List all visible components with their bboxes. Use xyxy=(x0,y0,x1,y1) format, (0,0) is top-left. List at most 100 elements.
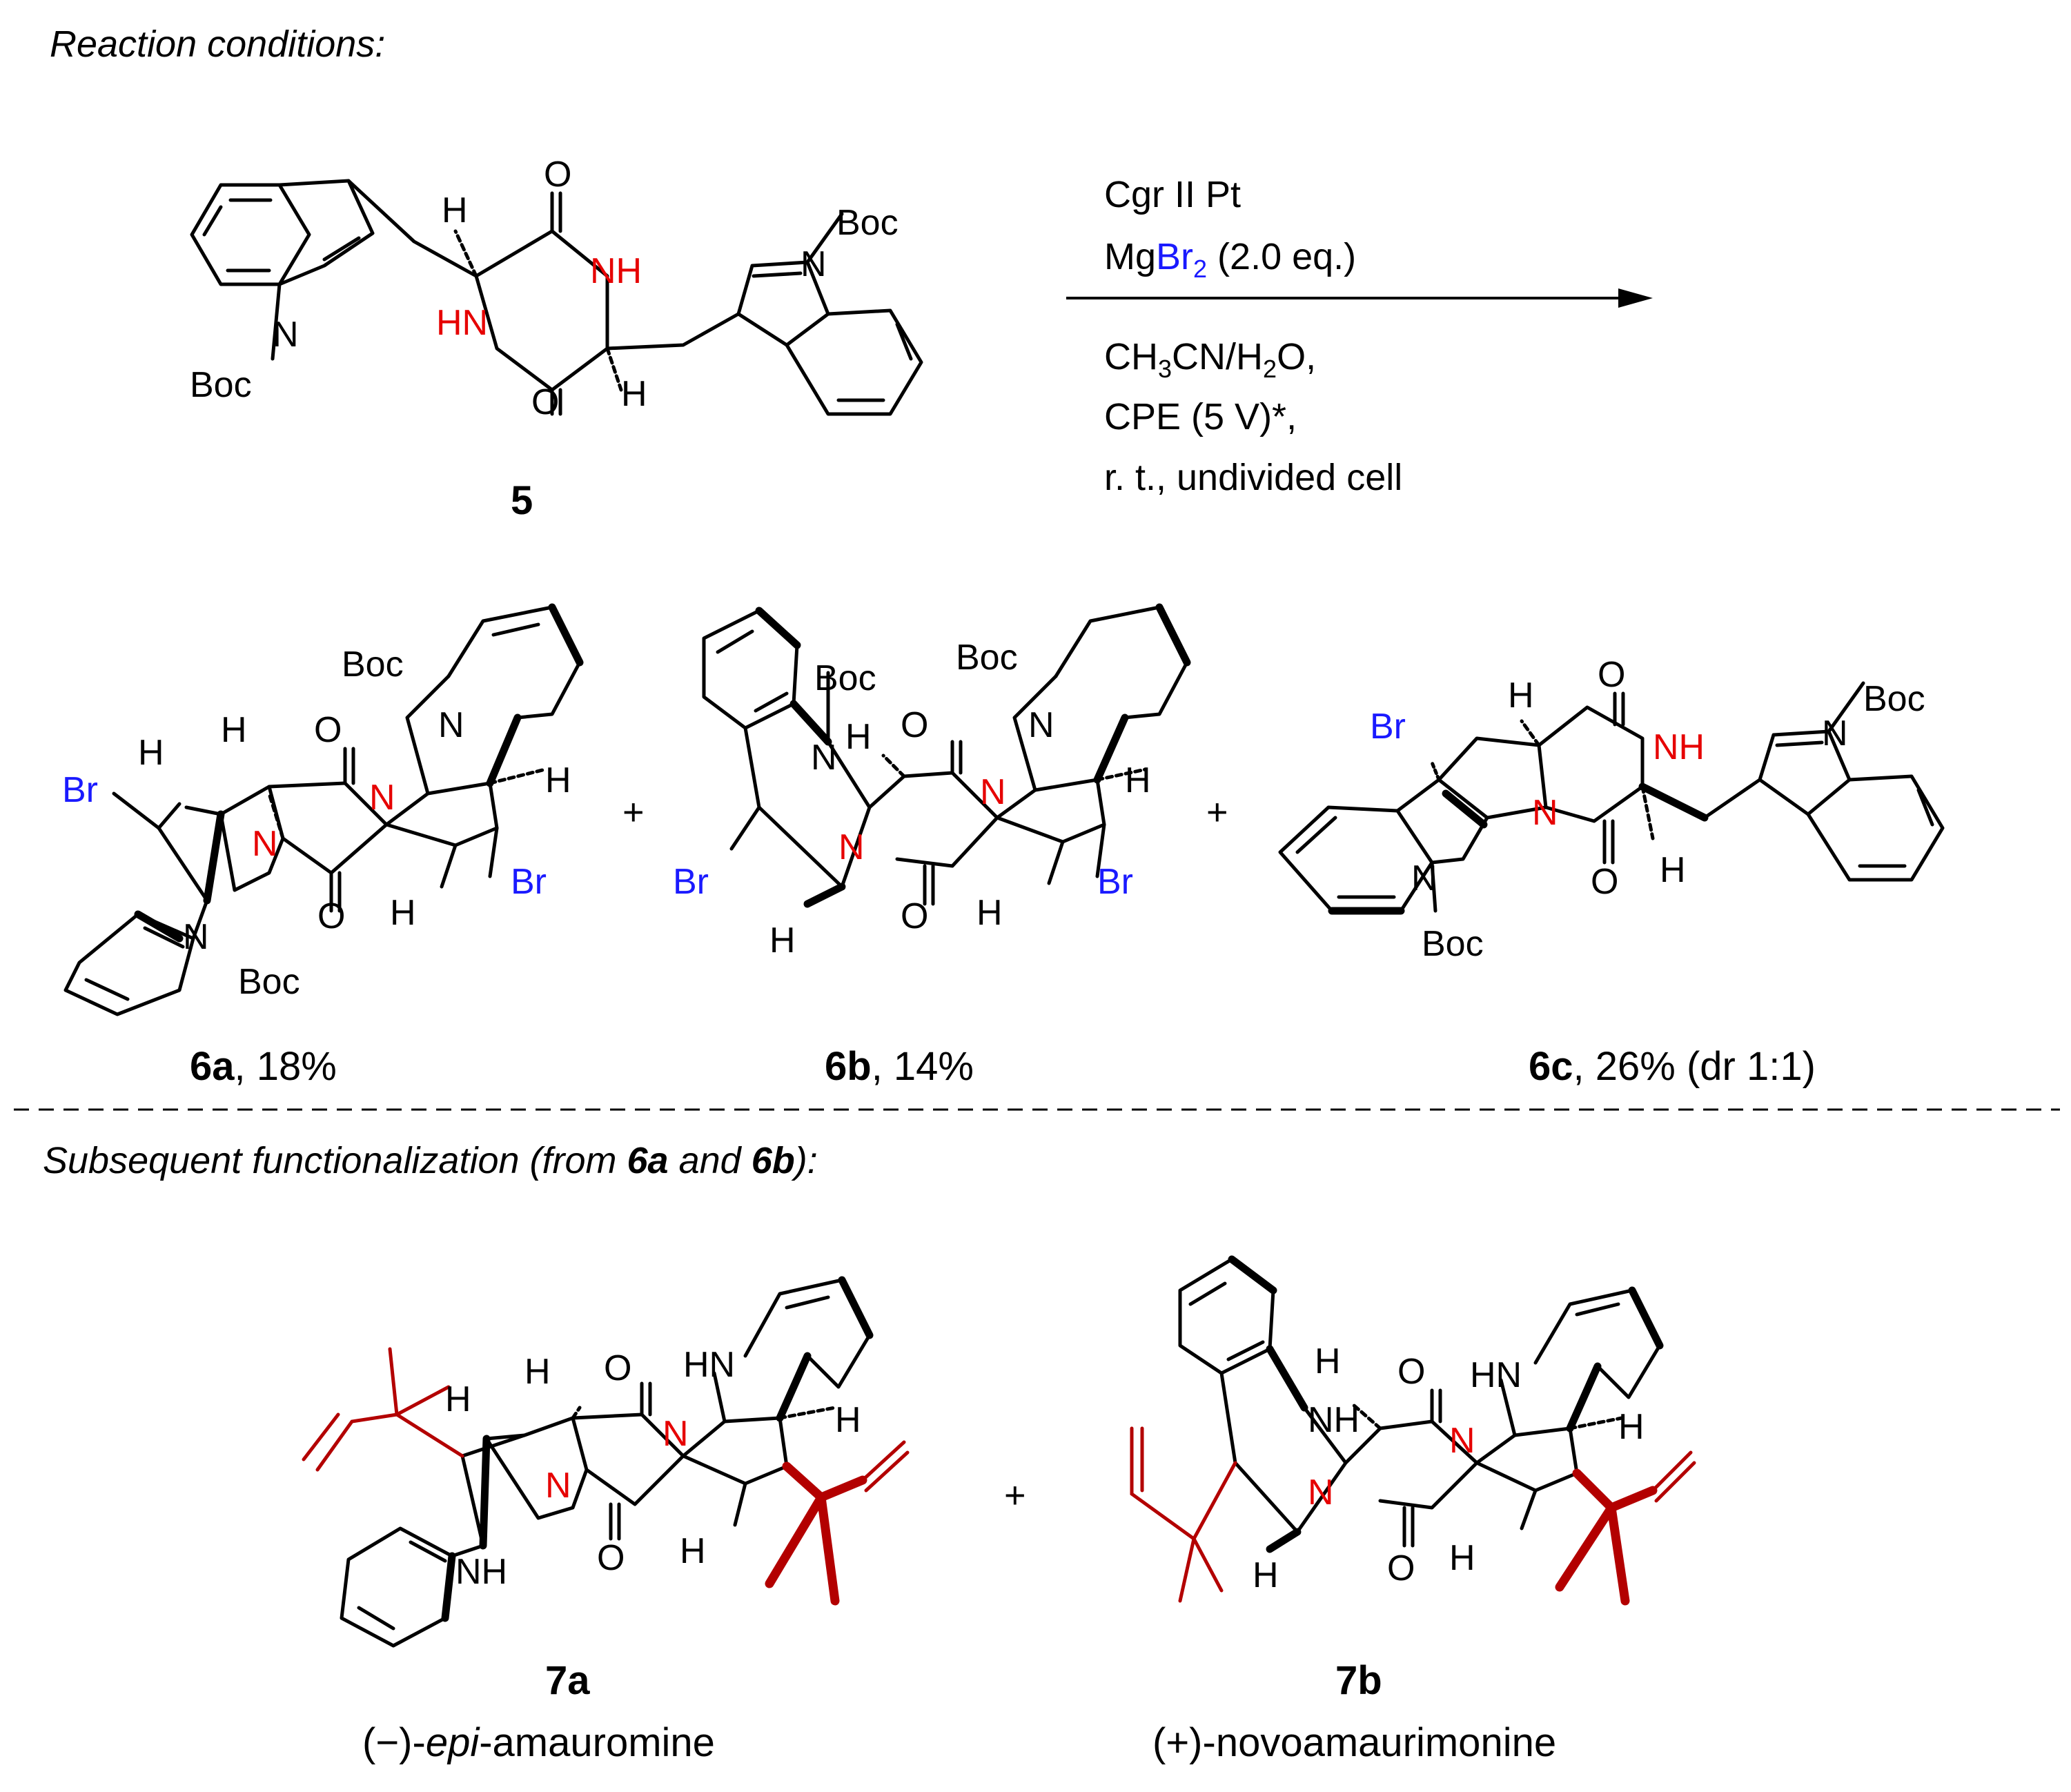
c6b-h-small: H xyxy=(845,717,872,757)
c6b-o-top: O xyxy=(901,705,928,745)
subsequent-ref-6a: 6a xyxy=(627,1140,669,1181)
c7a-hn-right: HN xyxy=(683,1345,735,1385)
c6a-br-right: Br xyxy=(511,862,547,902)
c7b-o-bottom: O xyxy=(1387,1548,1415,1588)
c6a-boc-top: Boc xyxy=(342,644,404,685)
solvent-sub-2: 2 xyxy=(1263,355,1277,383)
c7b-hn-right: HN xyxy=(1470,1355,1522,1395)
compound-7a-structure xyxy=(302,1276,910,1648)
reaction-conditions-heading: Reaction conditions: xyxy=(50,23,385,65)
plus-sign-1: + xyxy=(622,791,645,833)
condition-br-subscript: 2 xyxy=(1193,255,1207,283)
condition-electrodes: Cgr II Pt xyxy=(1104,174,1241,215)
c6c-o-top: O xyxy=(1598,655,1625,695)
reaction-arrow-head xyxy=(1618,288,1653,308)
c6b-h-bottom: H xyxy=(976,893,1003,933)
solvent-ch: CH xyxy=(1104,336,1158,377)
c6c-boc-right: Boc xyxy=(1863,679,1925,719)
c5-h-bottom: H xyxy=(621,374,647,414)
c5-boc-right: Boc xyxy=(836,203,899,243)
solvent-sub-3: 3 xyxy=(1158,355,1172,383)
c7a-name-suffix: -amauromine xyxy=(479,1720,715,1765)
c6c-number: 6c xyxy=(1529,1044,1573,1089)
compound-6a-label: 6a, 18% xyxy=(190,1044,337,1089)
c7a-h-bottom: H xyxy=(680,1531,706,1571)
solvent-o: O, xyxy=(1277,336,1316,377)
c7b-h-right: H xyxy=(1618,1407,1645,1447)
c6a-n-left: N xyxy=(252,824,278,864)
solvent-cn-h: CN/H xyxy=(1172,336,1263,377)
subsequent-and: and xyxy=(669,1140,752,1181)
c7a-h-right: H xyxy=(835,1400,861,1440)
condition-solvent: CH3CN/H2O, xyxy=(1104,336,1316,383)
compound-6b-label: 6b, 14% xyxy=(825,1044,974,1089)
condition-br: Br xyxy=(1156,236,1193,277)
c7a-n-left: N xyxy=(545,1466,571,1506)
compound-6a-structure xyxy=(63,603,584,1016)
subsequent-functionalization-heading: Subsequent functionalization (from 6a an… xyxy=(43,1140,818,1181)
c7a-h-top: H xyxy=(524,1352,551,1392)
compound-7a-name: (−)-epi-amauromine xyxy=(362,1720,715,1765)
c5-nh: NH xyxy=(590,251,642,291)
c6a-o-top: O xyxy=(314,710,342,750)
compound-6b-structure xyxy=(702,603,1191,908)
c6c-yield: , 26% (dr 1:1) xyxy=(1573,1044,1816,1089)
c6a-n-indoline: N xyxy=(183,917,209,957)
condition-mg: Mg xyxy=(1104,236,1156,277)
c6a-h-top: H xyxy=(221,710,247,750)
c6a-h-bottom: H xyxy=(390,893,416,933)
c6b-boc-top: Boc xyxy=(956,638,1018,678)
c7b-h-top: H xyxy=(1315,1341,1341,1381)
compound-5-label: 5 xyxy=(511,478,533,523)
subsequent-ref-6b: 6b xyxy=(752,1140,795,1181)
c7b-h-bottom: H xyxy=(1449,1538,1475,1578)
c5-h-top: H xyxy=(442,190,468,230)
c6b-h-bottom-left: H xyxy=(769,920,796,961)
c6b-o-bottom: O xyxy=(901,896,928,936)
condition-additive: MgBr2 (2.0 eq.) xyxy=(1104,236,1356,283)
condition-equivalents: (2.0 eq.) xyxy=(1207,236,1356,277)
compound-7b-name: (+)-novoamaurimonine xyxy=(1152,1720,1556,1765)
c6c-br: Br xyxy=(1370,707,1406,747)
c6c-h-bottom: H xyxy=(1660,850,1686,890)
c7a-name-prefix: (−)- xyxy=(362,1720,426,1765)
compound-7b-structure xyxy=(1130,1255,1696,1606)
c7a-n-right: N xyxy=(662,1414,689,1454)
c6a-yield: , 18% xyxy=(235,1044,337,1089)
c6a-o-bottom: O xyxy=(317,896,345,936)
c7a-o-top: O xyxy=(604,1348,631,1388)
c6b-n-right: N xyxy=(980,772,1006,812)
c6b-n-left: N xyxy=(838,827,865,867)
c7b-nh-pair: NH xyxy=(1308,1400,1360,1440)
c6a-br-left: Br xyxy=(62,770,98,810)
c6a-n-right: N xyxy=(369,778,395,818)
c6c-boc-bottom: Boc xyxy=(1422,924,1484,964)
c6b-n-h-left: N xyxy=(811,738,837,778)
plus-sign-2: + xyxy=(1206,791,1228,833)
c6c-n: N xyxy=(1532,793,1558,833)
c6b-h-right: H xyxy=(1125,760,1151,800)
c6c-h-top: H xyxy=(1508,676,1534,716)
c6b-br-right: Br xyxy=(1097,862,1133,902)
c6b-n-top: N xyxy=(1028,705,1054,745)
c7b-n-right: N xyxy=(1449,1421,1475,1461)
c6c-n-indole: N xyxy=(1411,858,1437,898)
subsequent-prefix: Subsequent functionalization (from xyxy=(43,1140,627,1181)
c6c-o-bottom: O xyxy=(1591,862,1618,902)
subsequent-suffix: ): xyxy=(791,1140,818,1181)
c6b-yield: , 14% xyxy=(872,1044,974,1089)
plus-sign-3: + xyxy=(1004,1475,1026,1516)
c7b-h-bottom-left: H xyxy=(1253,1555,1279,1595)
c5-boc-left: Boc xyxy=(190,365,252,405)
c6a-h-left: H xyxy=(138,733,164,773)
c5-o-top: O xyxy=(544,155,571,195)
c6a-boc-bottom: Boc xyxy=(238,962,300,1002)
c6b-br-left: Br xyxy=(673,862,709,902)
c6a-number: 6a xyxy=(190,1044,235,1089)
compound-6c-label: 6c, 26% (dr 1:1) xyxy=(1529,1044,1816,1089)
c6c-nh: NH xyxy=(1653,727,1705,767)
compound-5-structure xyxy=(190,179,923,416)
c5-o-bottom: O xyxy=(531,382,559,422)
compound-6c-structure xyxy=(1278,681,1945,915)
c6b-number: 6b xyxy=(825,1044,872,1089)
